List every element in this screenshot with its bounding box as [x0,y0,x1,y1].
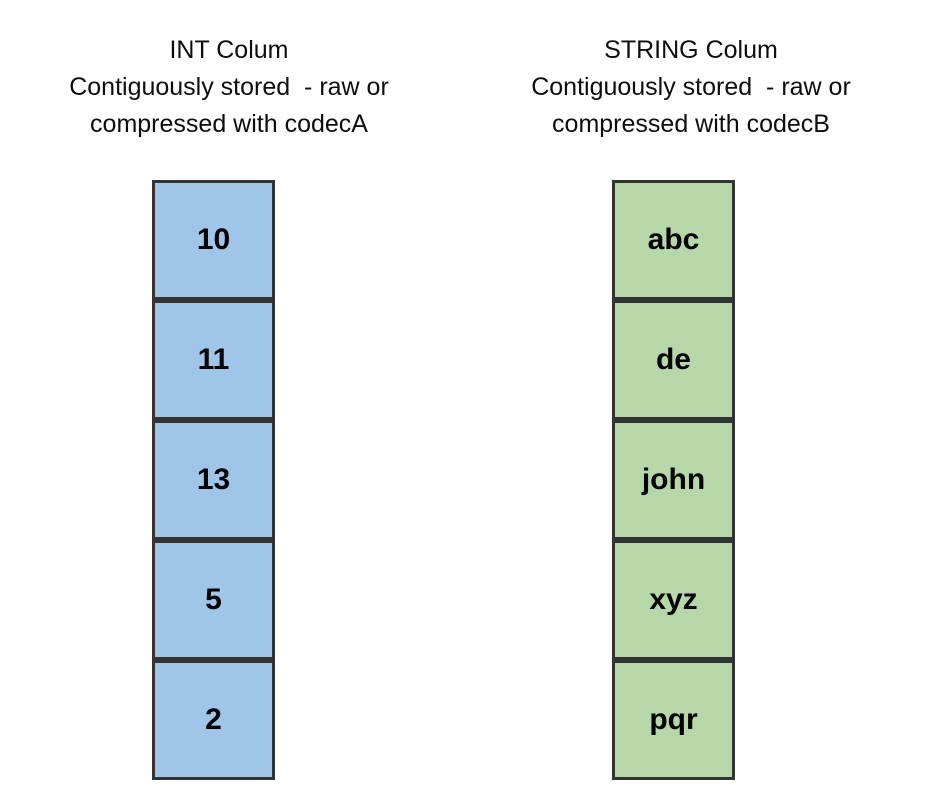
int-column-title-line-2: Contiguously stored - raw or [69,73,389,101]
string-cell-4: xyz [612,540,735,660]
string-column-title-line-2: Contiguously stored - raw or [531,73,851,101]
int-cell-2: 11 [152,300,275,420]
string-cell-5: pqr [612,660,735,780]
int-column-title-line-3: compressed with codecA [90,110,368,138]
string-cell-2: de [612,300,735,420]
int-cell-4: 5 [152,540,275,660]
int-cell-5: 2 [152,660,275,780]
int-cell-3: 13 [152,420,275,540]
string-column-title-line-3: compressed with codecB [552,110,830,138]
int-column-stack: 10 11 13 5 2 [152,180,275,780]
string-column-title-line-1: STRING Colum [604,36,778,64]
int-cell-1: 10 [152,180,275,300]
string-cell-1: abc [612,180,735,300]
int-column-title: INT Colum Contiguously stored - raw or c… [8,32,450,143]
string-column-title: STRING Colum Contiguously stored - raw o… [462,32,920,143]
int-column-title-line-1: INT Colum [169,36,289,64]
string-cell-3: john [612,420,735,540]
string-column-stack: abc de john xyz pqr [612,180,735,780]
